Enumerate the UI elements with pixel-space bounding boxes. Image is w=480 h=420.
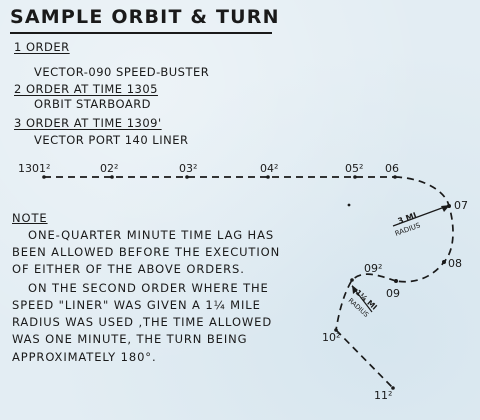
track-label: 03² [179, 162, 197, 175]
note-heading: NOTE [12, 211, 48, 225]
page-title: SAMPLE ORBIT & TURN [10, 6, 280, 28]
track-final-leg [335, 329, 394, 389]
track-point [110, 175, 114, 179]
track-label: 02² [100, 162, 118, 175]
order-1-text: VECTOR-090 SPEED-BUSTER [34, 65, 210, 79]
track-label: 09² [364, 262, 382, 275]
large-radius-indicator: 3 MI RADIUS [392, 204, 451, 238]
track-point [394, 279, 398, 283]
note-line: ON THE SECOND ORDER WHERE THE [28, 281, 269, 295]
track-point [334, 328, 338, 332]
track-point-labels: 1301² 02² 03² 04² 05² 06 07 08 09 09² 10… [18, 162, 468, 402]
order-3-label: 3 ORDER AT TIME 1309' [14, 116, 162, 130]
track-label: 10² [322, 331, 340, 344]
track-label: 08 [448, 257, 462, 270]
track-point-markers [42, 175, 451, 390]
note-line: RADIUS WAS USED ,THE TIME ALLOWED [12, 315, 273, 329]
note-line: APPROXIMATELY 180°. [12, 350, 157, 364]
track-label: 04² [260, 162, 278, 175]
aircraft-track [44, 176, 454, 389]
note-line: ONE-QUARTER MINUTE TIME LAG HAS [28, 228, 275, 242]
track-point [442, 260, 446, 264]
radius-arrowhead [352, 285, 358, 294]
track-turn-arc [335, 273, 397, 331]
track-label: 09 [386, 287, 400, 300]
track-label: 06 [385, 162, 399, 175]
note-line: BEEN ALLOWED BEFORE THE EXECUTION [12, 245, 281, 259]
track-label: 05² [345, 162, 363, 175]
track-point [391, 386, 395, 390]
track-point [266, 175, 270, 179]
track-orbit-arc [394, 176, 454, 283]
note-line: SPEED "LINER" WAS GIVEN A 1¼ MILE [12, 298, 261, 312]
title-underline [10, 32, 272, 34]
note-line: OF EITHER OF THE ABOVE ORDERS. [12, 262, 245, 276]
track-point [185, 175, 189, 179]
note-line: WAS ONE MINUTE, THE TURN BEING [12, 332, 248, 346]
track-point [393, 175, 397, 179]
track-point [42, 175, 46, 179]
order-2-text: ORBIT STARBOARD [34, 97, 152, 111]
radius-arrowhead [441, 205, 450, 212]
track-label: 1301² [18, 162, 50, 175]
track-label: 07 [454, 199, 468, 212]
order-2-label: 2 ORDER AT TIME 1305 [14, 82, 158, 96]
order-1-label: 1 ORDER [14, 40, 70, 54]
orbit-center-dot [347, 203, 351, 207]
small-radius-indicator: 1¼ MI RADIUS [347, 285, 379, 319]
track-point [353, 175, 357, 179]
track-label: 11² [374, 389, 392, 402]
track-point [350, 278, 354, 282]
order-3-text: VECTOR PORT 140 LINER [34, 133, 189, 147]
